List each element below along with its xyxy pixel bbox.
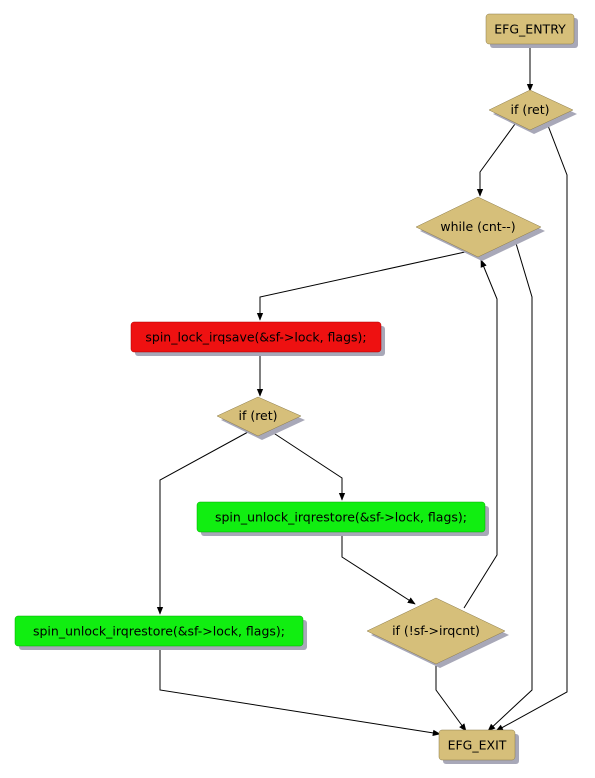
node-while: while (cnt--) [415,196,545,261]
node-unlock-right-label: spin_unlock_irqrestore(&sf->lock, flags)… [215,510,467,525]
node-entry-box [485,13,575,45]
node-if-ret-top: if (ret) [488,89,577,134]
edge-if-ret-to-while [476,123,516,197]
edge-unlock-right-to-if-irqcnt [341,536,416,605]
node-if-irqcnt-diamond [366,597,506,665]
edge-if-ret-to-unlock-left [156,431,249,615]
edge-unlock-left-to-exit [159,648,441,737]
node-if-ret-inner-label: if (ret) [238,408,277,423]
node-if-irqcnt-label: if (!sf->irqcnt) [392,623,480,638]
node-lock: spin_lock_irqsave(&sf->lock, flags); [130,321,385,356]
node-entry-label: EFG_ENTRY [494,22,566,37]
node-if-ret-top-diamond [488,89,574,131]
node-unlock-left-box [14,615,304,647]
node-while-label: while (cnt--) [440,219,515,234]
node-if-ret-inner: if (ret) [216,396,305,440]
node-lock-label: spin_lock_irqsave(&sf->lock, flags); [145,330,366,345]
node-unlock-left-label: spin_unlock_irqrestore(&sf->lock, flags)… [33,624,285,639]
edge-if-ret-to-unlock-right [271,431,346,501]
edge-if-irqcnt-to-exit [435,664,467,732]
node-lock-box [130,321,382,353]
node-if-irqcnt: if (!sf->irqcnt) [366,597,509,668]
edge-while-to-exit [487,239,533,732]
edge-if-irqcnt-to-while [463,259,498,609]
node-if-ret-inner-diamond [216,396,302,437]
edge-while-to-lock [256,251,466,321]
edges [156,46,568,737]
node-while-diamond [415,196,542,258]
node-entry: EFG_ENTRY [485,13,578,48]
node-if-ret-top-label: if (ret) [510,102,549,117]
node-exit-box [438,729,516,761]
node-unlock-right: spin_unlock_irqrestore(&sf->lock, flags)… [196,501,489,536]
node-exit-label: EFG_EXIT [448,738,507,753]
node-unlock-left: spin_unlock_irqrestore(&sf->lock, flags)… [14,615,307,650]
node-unlock-right-box [196,501,486,533]
edge-if-ret-to-exit [495,122,568,732]
node-exit: EFG_EXIT [438,729,519,764]
